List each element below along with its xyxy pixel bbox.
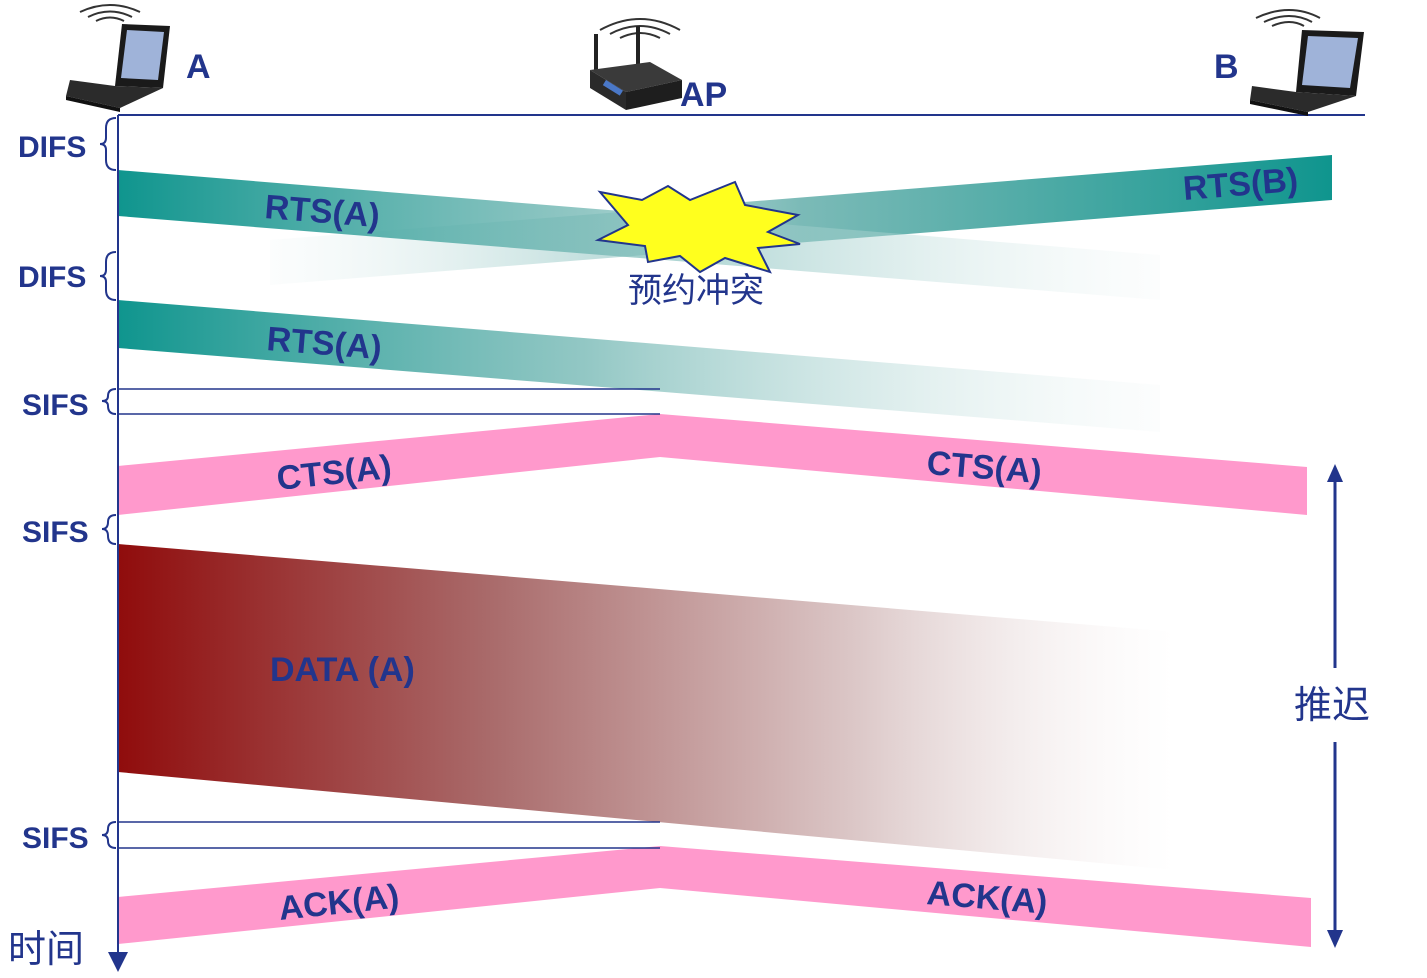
defer-arrowhead-up bbox=[1327, 464, 1343, 482]
rts-b-band bbox=[270, 155, 1332, 285]
laptop-b-icon bbox=[1250, 9, 1364, 116]
defer-label: 推迟 bbox=[1294, 683, 1370, 727]
station-b-label: B bbox=[1214, 48, 1239, 86]
ack-a-band-right bbox=[660, 846, 1311, 947]
label-difs-2: DIFS bbox=[18, 261, 86, 294]
frame-label-rts-a-2: RTS(A) bbox=[265, 320, 383, 367]
collision-label: 预约冲突 bbox=[628, 271, 764, 311]
brace-difs-2 bbox=[99, 251, 117, 301]
interval-braces bbox=[99, 117, 117, 849]
brace-sifs-3 bbox=[101, 821, 117, 849]
brace-difs-1 bbox=[99, 117, 117, 171]
defer-arrowhead-down bbox=[1327, 930, 1343, 948]
frame-label-cts-a-right: CTS(A) bbox=[925, 444, 1043, 491]
brace-sifs-2 bbox=[101, 514, 117, 545]
frame-label-rts-a-1: RTS(A) bbox=[263, 188, 381, 235]
brace-sifs-1 bbox=[101, 388, 117, 415]
timelines bbox=[108, 114, 1365, 972]
station-a-label: A bbox=[186, 48, 211, 86]
cts-a-band-left bbox=[118, 414, 660, 515]
station-ap-label: AP bbox=[680, 76, 727, 114]
defer-indicator: 推迟 bbox=[1294, 464, 1370, 948]
ack-a-band-left bbox=[118, 846, 660, 944]
interval-labels: DIFS DIFS SIFS SIFS SIFS bbox=[18, 131, 89, 855]
router-ap-icon bbox=[590, 18, 682, 110]
frame-label-rts-b: RTS(B) bbox=[1182, 161, 1300, 208]
label-sifs-1: SIFS bbox=[22, 389, 89, 422]
time-label: 时间 bbox=[8, 927, 84, 971]
laptop-a-icon bbox=[66, 4, 170, 112]
frame-label-data-a: DATA (A) bbox=[270, 651, 415, 689]
cts-a-band-right bbox=[660, 414, 1307, 515]
rts-a-band-2 bbox=[118, 300, 1160, 432]
data-a-band bbox=[118, 544, 1175, 870]
collision-burst-icon bbox=[594, 180, 801, 274]
label-sifs-2: SIFS bbox=[22, 516, 89, 549]
label-difs-1: DIFS bbox=[18, 131, 86, 164]
label-sifs-3: SIFS bbox=[22, 822, 89, 855]
